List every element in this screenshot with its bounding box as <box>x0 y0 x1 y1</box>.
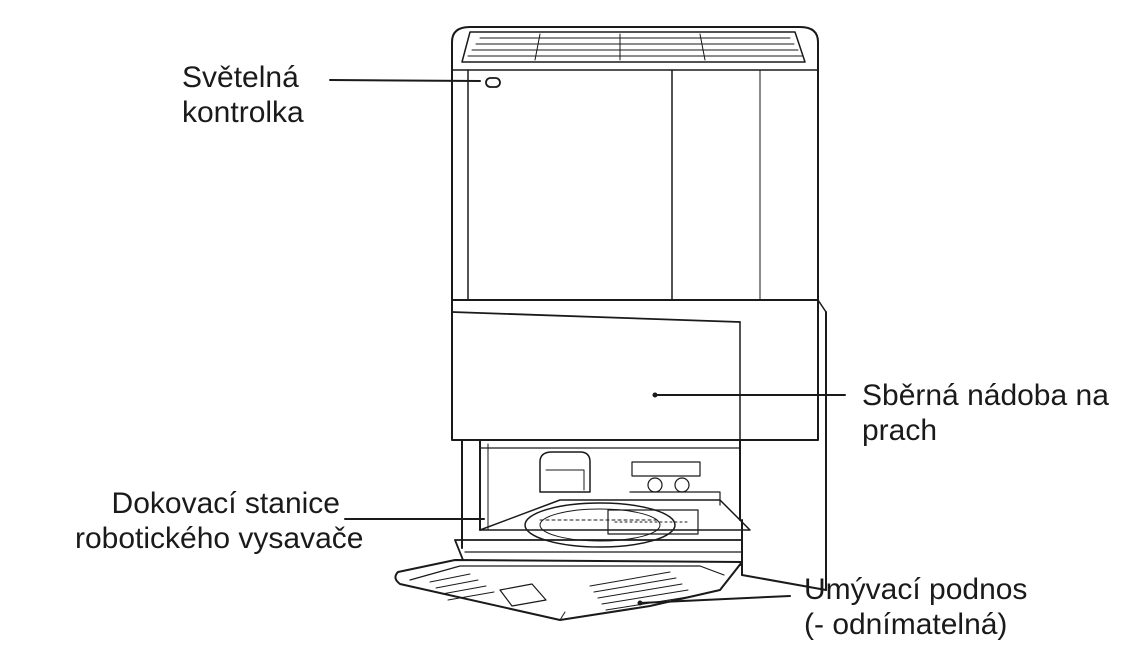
ramp-base <box>454 519 827 591</box>
top-housing <box>451 26 819 301</box>
leader-indicator <box>329 79 481 82</box>
leader-lines <box>329 79 846 604</box>
label-washing-tray: Umývací podnos (- odnímatelná) <box>804 572 1027 642</box>
label-dustbin: Sběrná nádoba na prach <box>862 378 1109 448</box>
label-tray-line1: Umývací podnos <box>804 573 1028 606</box>
dustbin-body <box>451 299 827 591</box>
label-dock: Dokovací stanice robotického vysavače <box>75 486 364 556</box>
dock-body <box>461 439 741 549</box>
label-tray-line2: (- odnímatelná) <box>804 608 1008 641</box>
robot-plate <box>479 491 751 548</box>
washing-tray <box>394 559 743 621</box>
label-dustbin-line1: Sběrná nádoba na <box>862 379 1109 412</box>
label-dock-line2: robotického vysavače <box>75 522 364 555</box>
label-dock-line1: Dokovací stanice <box>111 487 340 520</box>
label-indicator-light: Světelná kontrolka <box>182 60 304 130</box>
label-indicator-line1: Světelná <box>182 61 299 94</box>
label-indicator-line2: kontrolka <box>182 96 304 129</box>
label-dustbin-line2: prach <box>862 414 938 447</box>
leader-tray <box>639 595 791 604</box>
indicator-light <box>485 77 501 88</box>
